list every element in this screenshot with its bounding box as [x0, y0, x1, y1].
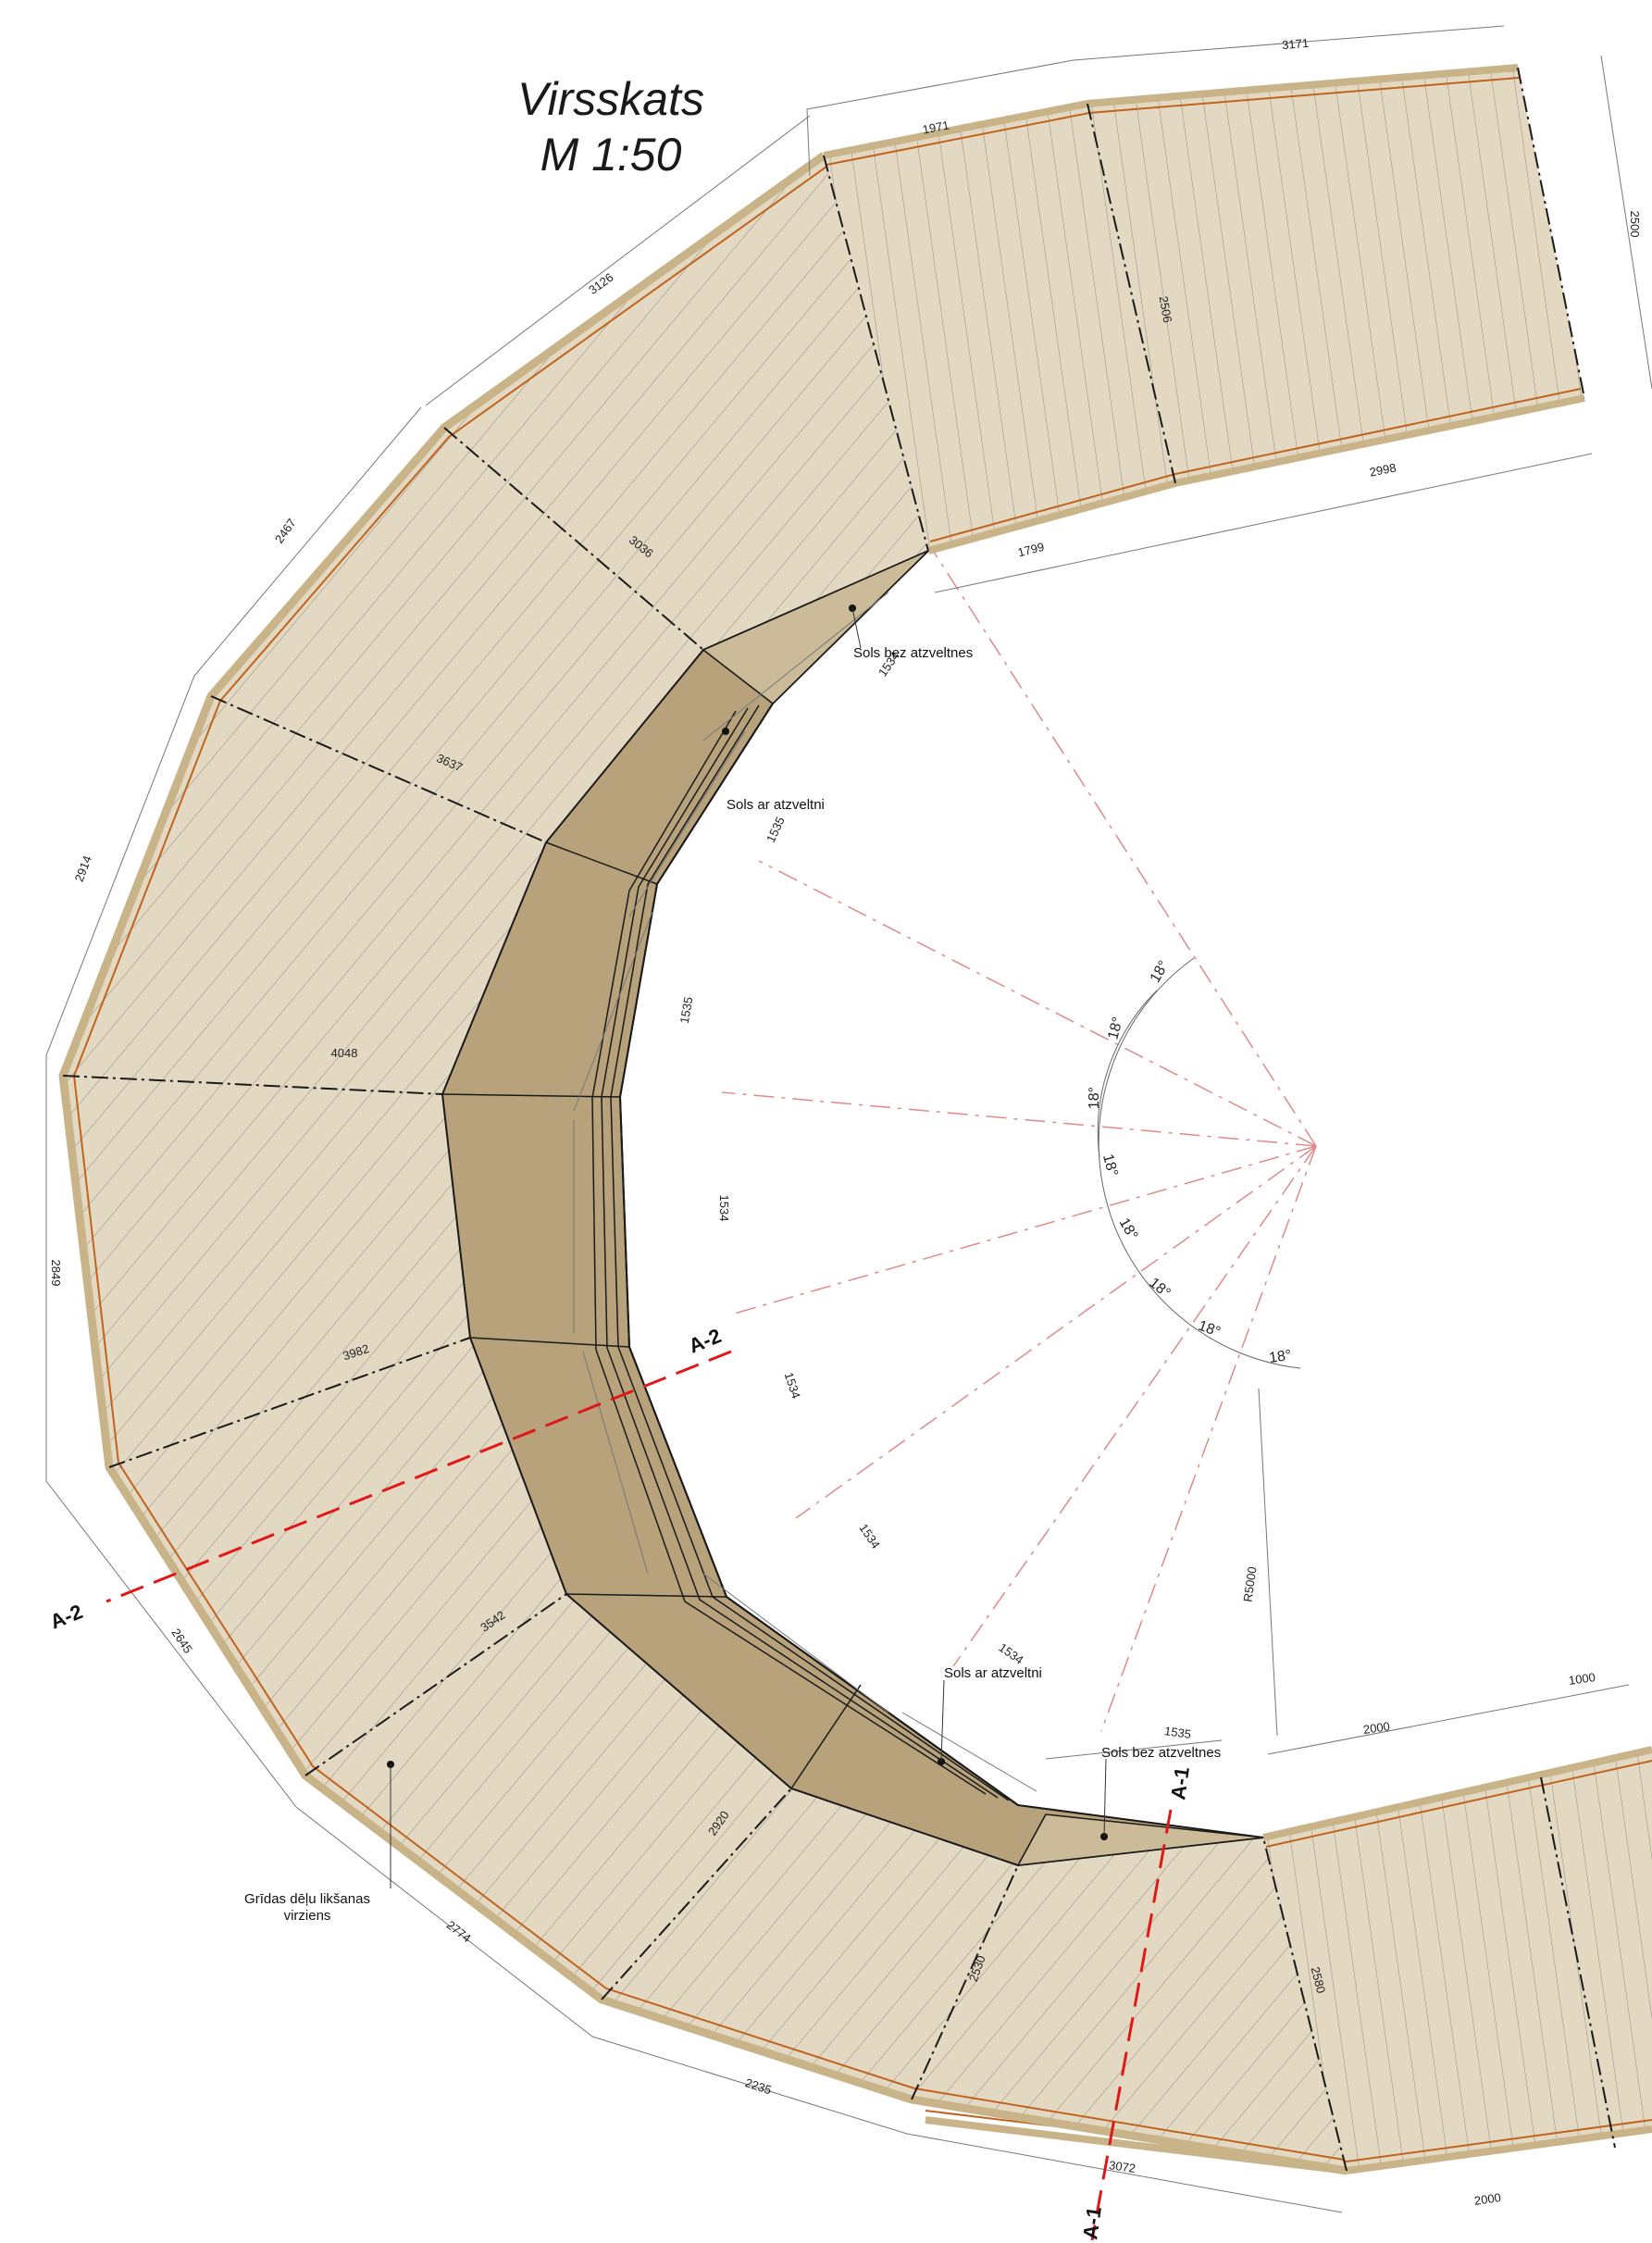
dim-text: 1534 [717, 1195, 731, 1222]
dimension-lines [45, 25, 1652, 2213]
angle-text: 18° [1105, 1016, 1126, 1041]
dim-text: 1799 [1016, 540, 1046, 560]
angle-text: 18° [1148, 958, 1173, 985]
drawing-scale: M 1:50 [540, 129, 682, 181]
dim-text: 2849 [49, 1260, 63, 1287]
bench-band [441, 550, 1264, 1867]
dim-text: 3126 [586, 270, 615, 297]
deck-straight-top [823, 64, 1585, 555]
bench-label-with-back: Sols ar atzveltni [727, 797, 825, 813]
angle-values: 18° 18° 18° 18° 18° 18° 18° [1087, 958, 1223, 1340]
angle-text: 18° [1099, 1153, 1121, 1178]
dim-text: 1535 [764, 815, 788, 845]
dim-text: 4048 [331, 1046, 358, 1060]
board-direction-label: Grīdas dēļu likšanas [244, 1891, 370, 1907]
section-cut-labels: A-1 A-1 A-2 A-2 [47, 1324, 1194, 2241]
section-a1-label: A-1 [1166, 1765, 1194, 1801]
dim-text: 1971 [922, 118, 950, 136]
dim-text: 2580 [1309, 1965, 1329, 1995]
dim-text: 1535 [1163, 1724, 1192, 1741]
angle-text: 18° [1268, 1348, 1292, 1366]
board-direction-label: virziens [284, 1908, 331, 1924]
bench-label-no-back: Sols bez atzveltnes [1101, 1745, 1221, 1761]
dim-text: 2000 [1473, 2190, 1502, 2208]
section-a1-label: A-1 [1078, 2205, 1106, 2241]
dim-text: R5000 [1240, 1565, 1259, 1602]
dim-text: 3171 [1282, 36, 1310, 52]
section-a2-label: A-2 [686, 1324, 725, 1357]
drawing-title: Virsskats [517, 73, 704, 125]
dim-text: 2000 [1362, 1719, 1391, 1737]
dim-text: 1534 [856, 1521, 883, 1551]
angle-text: 18° [1146, 1275, 1173, 1302]
angle-text: 18° [1196, 1318, 1223, 1340]
dim-text: 1535 [677, 996, 696, 1025]
dim-text: 1000 [1568, 1670, 1596, 1688]
dim-text: 2998 [1369, 460, 1397, 479]
bench-label-no-back: Sols bez atzveltnes [853, 645, 973, 661]
dim-text: 2645 [168, 1626, 195, 1655]
leader-lines [390, 607, 1107, 1888]
dim-text: 2914 [72, 854, 94, 883]
section-cuts [106, 1350, 1173, 2241]
angle-arcs [1097, 957, 1301, 1369]
dim-text: 1534 [996, 1640, 1025, 1667]
bench-label-with-back: Sols ar atzveltni [944, 1665, 1042, 1681]
angle-text: 18° [1115, 1215, 1140, 1242]
dim-text: 1534 [782, 1371, 803, 1401]
angle-text: 18° [1087, 1087, 1102, 1109]
dim-text: 3072 [1108, 2158, 1137, 2175]
dim-text: 2500 [1628, 211, 1642, 238]
section-a2-label: A-2 [47, 1600, 86, 1633]
radial-guides [721, 536, 1317, 1732]
dim-text: 2235 [743, 2075, 773, 2097]
segment-dividers [62, 67, 1616, 2172]
dim-text: 2467 [272, 516, 299, 545]
dim-text: 2506 [1157, 295, 1175, 324]
annotation-labels: Sols bez atzveltnes Sols ar atzveltni So… [244, 645, 1221, 1924]
